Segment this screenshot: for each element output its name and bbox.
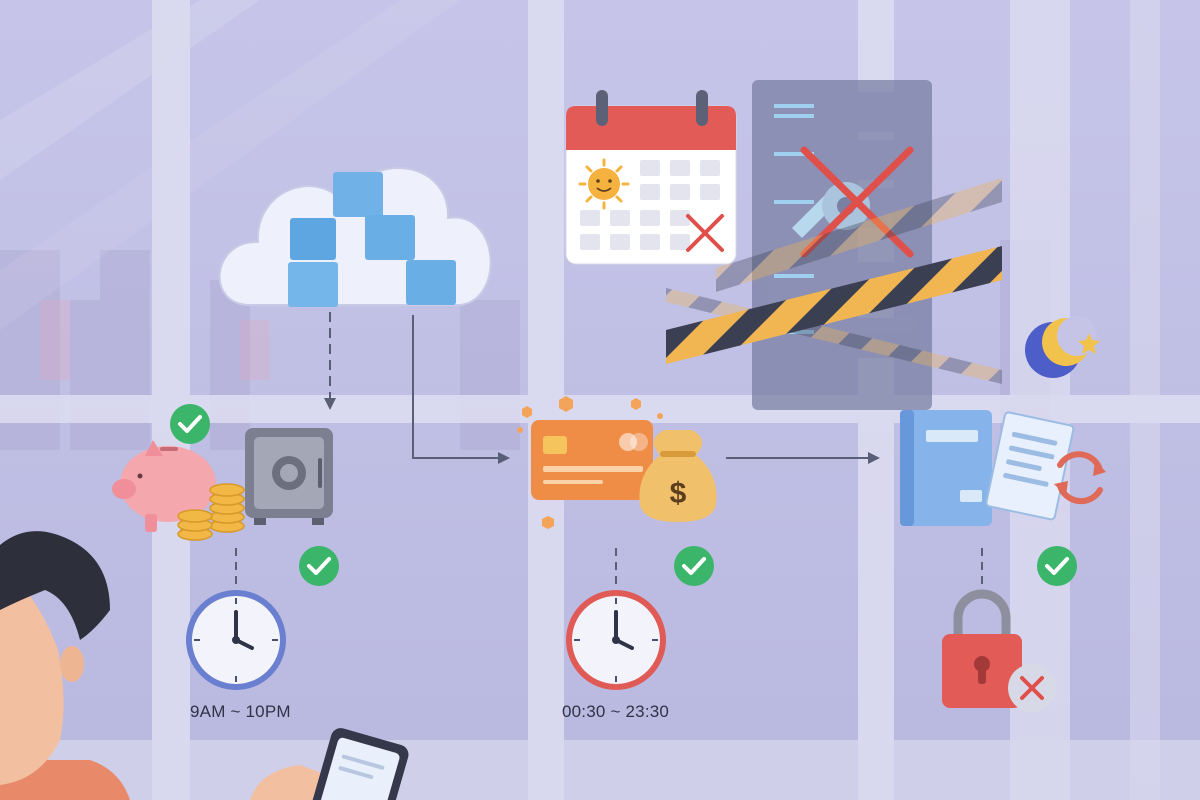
check-icon bbox=[170, 404, 210, 444]
sun-icon bbox=[578, 158, 630, 210]
safe-icon bbox=[245, 428, 333, 525]
svg-text:$: $ bbox=[670, 477, 687, 510]
cloud-icon bbox=[218, 167, 492, 307]
credit-card-icon bbox=[517, 396, 663, 529]
moon-icon bbox=[1025, 316, 1097, 378]
person-icon bbox=[0, 531, 130, 800]
clock-icon bbox=[186, 590, 286, 690]
caution-tape-icon bbox=[666, 178, 1002, 384]
check-icon bbox=[674, 546, 714, 586]
padlock-icon bbox=[942, 589, 1022, 708]
check-icon bbox=[1037, 546, 1077, 586]
cross-icon bbox=[686, 214, 724, 252]
star-icon bbox=[1078, 333, 1100, 354]
clock-icon bbox=[566, 590, 666, 690]
cross-icon bbox=[1008, 664, 1056, 712]
smartphone-icon bbox=[250, 728, 409, 800]
cube-icon bbox=[288, 172, 456, 307]
calendar-icon bbox=[565, 90, 737, 265]
book-icon bbox=[900, 410, 992, 526]
flow-arrows bbox=[324, 312, 880, 464]
check-icon bbox=[299, 546, 339, 586]
schedule-time-label: 9AM ~ 10PM bbox=[190, 702, 291, 721]
schedule-time-label: 00:30 ~ 23:30 bbox=[562, 702, 670, 721]
money-bag-icon: $ bbox=[639, 430, 717, 522]
document-icon bbox=[985, 411, 1075, 521]
dashed-connectors bbox=[235, 548, 983, 590]
coins-icon bbox=[177, 483, 245, 541]
